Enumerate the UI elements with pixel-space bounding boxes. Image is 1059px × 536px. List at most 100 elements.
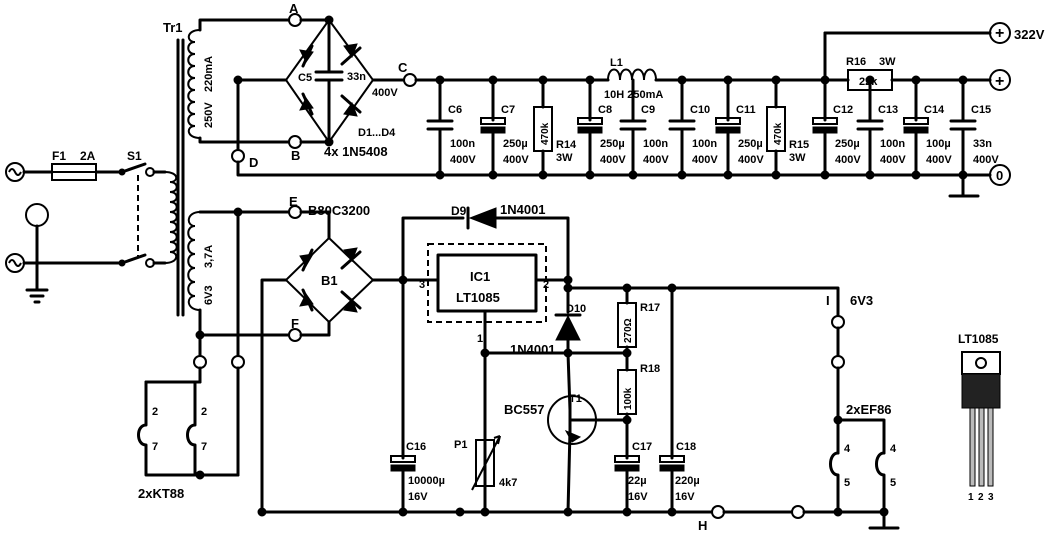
hv-capacitor-bank: C6100n400VC7250µ400VC8250µ400VC9100n400V… [426,78,999,177]
capacitor-c7: C7 250µ 400V [480,78,529,177]
r17-value: 270Ω [623,318,634,343]
c16-voltage: 16V [408,491,428,503]
c18-value: 220µ [675,475,700,487]
tr1-hv-voltage: 250V [203,102,215,128]
node-h-label: H [698,518,707,533]
junction-dot [771,75,781,85]
junction-dot [563,348,573,358]
t1-type: BC557 [504,402,544,417]
junction-dot [538,170,548,180]
d9-type: 1N4001 [500,202,546,217]
junction-dot [667,283,677,293]
r14-power: 3W [556,152,573,164]
c9-value: 100n [643,138,668,150]
r15-power: 3W [789,152,806,164]
resistor-r15: 470k R15 3W [766,106,809,164]
c6-voltage: 400V [450,154,476,166]
c13-voltage: 400V [880,154,906,166]
ic1-pin2: 2 [543,279,549,291]
c6-label: C6 [448,104,462,116]
junction-dot [257,507,267,517]
f1-label: F1 [52,149,66,163]
kt88-label: 2xKT88 [138,486,184,501]
c7-label: C7 [501,104,515,116]
r16-power: 3W [879,56,896,68]
kt88-heaters: 2 7 2 7 2xKT88 [137,210,245,501]
junction-dot [195,470,205,480]
c8-label: C8 [598,104,612,116]
c8-value: 250µ [600,138,625,150]
junction-dot [622,507,632,517]
junction-dot [958,170,968,180]
c7-value: 250µ [503,138,528,150]
c18-voltage: 16V [675,491,695,503]
d10-type: 1N4001 [510,342,556,357]
junction-dots-hv [233,15,968,180]
node-f-label: F [291,316,299,331]
ic1-pin1: 1 [477,333,483,345]
c13-value: 100n [880,138,905,150]
l1-label: L1 [610,57,623,69]
r14-value: 470k [540,122,551,145]
junction-dot [865,75,875,85]
r17-label: R17 [640,302,660,314]
switch-s1: S1 [118,149,167,268]
c7-voltage: 400V [503,154,529,166]
mains-input [5,162,122,304]
junction-dot [435,170,445,180]
c12-label: C12 [833,104,853,116]
c8-voltage: 400V [600,154,626,166]
junction-dot [233,75,243,85]
tr1-hv-current: 220mA [203,56,215,92]
d1-d4-label: D1...D4 [358,127,396,139]
bridge-diode-2 [340,247,362,270]
bridge-diode-4 [340,290,362,313]
ic1-type: LT1085 [456,290,500,305]
node-i-label: I [826,293,830,308]
junction-dot [563,283,573,293]
r18-value: 100k [623,387,634,410]
junction-dot [563,507,573,517]
junction-dot [833,507,843,517]
junction-dot [820,75,830,85]
junction-dot [622,283,632,293]
junction-dot [538,75,548,85]
junction-dot [324,15,334,25]
resistor-r18: 100k R18 [617,363,660,451]
ef86-pin-5a: 5 [844,477,850,489]
capacitor-c8: C8 250µ 400V [577,78,626,177]
d10-label: D10 [566,303,586,315]
c5-label: C5 [298,72,312,84]
junction-dot [488,75,498,85]
junction-dot [911,75,921,85]
junction-dot [833,415,843,425]
resistor-r14: 470k R14 3W [533,106,577,164]
out-322v-label: 322V [1014,27,1045,42]
ef86-pin-4b: 4 [890,443,897,455]
ef86-label: 2xEF86 [846,402,892,417]
diode-d2 [340,43,362,66]
c17-voltage: 16V [628,491,648,503]
junction-dot [958,75,968,85]
ef86-heaters: I 6V3 2xEF86 4 5 4 5 [826,293,897,514]
c16-value: 10000µ [408,475,445,487]
d9-label: D9 [451,204,467,218]
c17-label: C17 [632,441,652,453]
c10-voltage: 400V [692,154,718,166]
diode-d1 [299,44,314,68]
c11-label: C11 [736,104,756,116]
node-a-label: A [289,1,299,16]
c12-voltage: 400V [835,154,861,166]
junction-dot [911,170,921,180]
c5-value: 33n [347,71,366,83]
junction-dot [233,207,243,217]
